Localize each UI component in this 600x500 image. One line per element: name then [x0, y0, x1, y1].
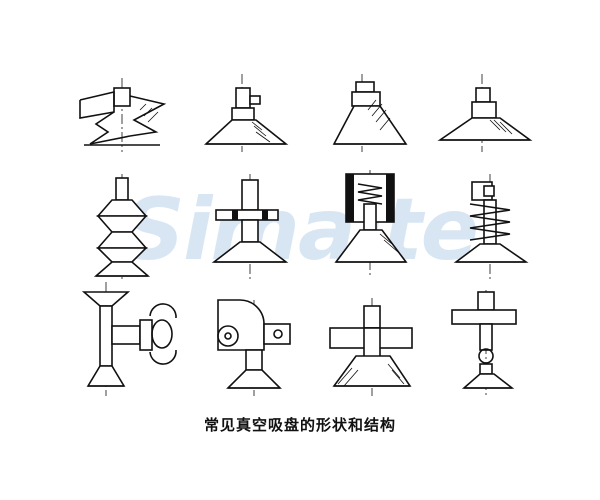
figure-cup-spring-outside — [453, 174, 529, 280]
figure-cup-flange-mount — [211, 174, 289, 280]
watermark-logo: Simaite — [123, 180, 479, 280]
figure-caption: 常见真空吸盘的形状和结构 — [203, 416, 396, 434]
figure-cup-bellows-angled — [79, 78, 167, 152]
figure-cup-conical-hatched — [332, 74, 408, 152]
figure-cup-pivot-joint — [217, 299, 291, 396]
figure-cup-wide-flat — [437, 74, 533, 152]
figure-cup-ball-joint — [451, 290, 517, 396]
figure-cup-spring-buffer — [334, 170, 408, 276]
figure-cup-thick-hatched — [329, 298, 413, 396]
figure-cup-swivel-rotary — [81, 282, 177, 396]
figure-cup-side-port — [203, 74, 289, 152]
figure-cup-multi-bellows — [93, 174, 151, 282]
